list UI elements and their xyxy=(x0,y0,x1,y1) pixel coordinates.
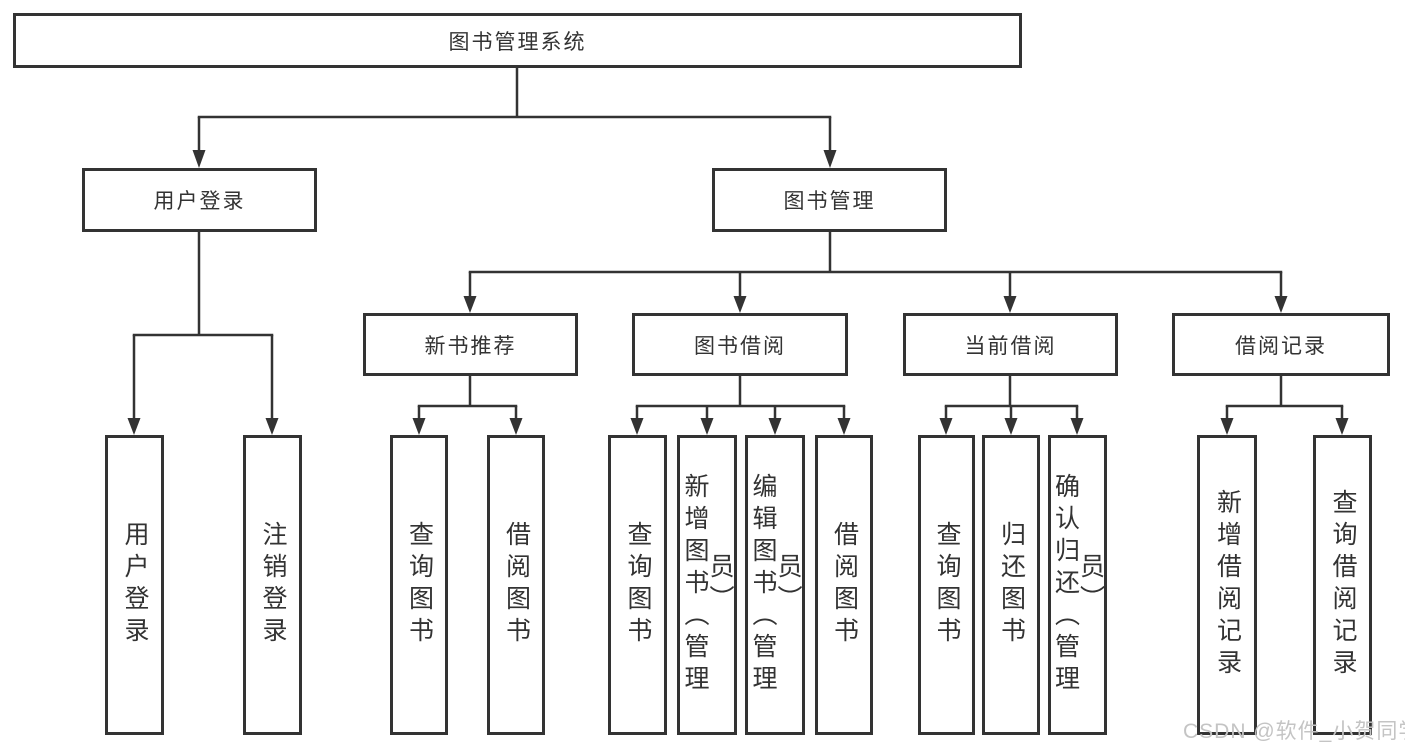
leaf-user-login: 用户登录 xyxy=(105,435,164,735)
csdn-watermark: CSDN @软件_小贺同学 xyxy=(1183,720,1405,743)
leaf-return-books: 归还图书 xyxy=(982,435,1040,735)
leaf-borrow-books-recommend: 借阅图书 xyxy=(487,435,545,735)
node-new-book-recommend: 新书推荐 xyxy=(363,313,578,376)
node-current-borrowing: 当前借阅 xyxy=(903,313,1118,376)
leaf-query-books-recommend: 查询图书 xyxy=(390,435,448,735)
node-root: 图书管理系统 xyxy=(13,13,1022,68)
leaf-query-books-borrowing: 查询图书 xyxy=(608,435,667,735)
leaf-add-borrow-record: 新增借阅记录 xyxy=(1197,435,1257,735)
leaf-query-books-current: 查询图书 xyxy=(918,435,975,735)
node-book-management: 图书管理 xyxy=(712,168,947,232)
node-borrowing-records: 借阅记录 xyxy=(1172,313,1390,376)
node-book-borrowing: 图书借阅 xyxy=(632,313,848,376)
leaf-confirm-return-admin: 确认归还（管理员） xyxy=(1048,435,1107,735)
leaf-add-book-admin: 新增图书（管理员） xyxy=(677,435,737,735)
leaf-edit-book-admin: 编辑图书（管理员） xyxy=(745,435,805,735)
node-user-login: 用户登录 xyxy=(82,168,317,232)
leaf-borrow-books-borrowing: 借阅图书 xyxy=(815,435,873,735)
leaf-logout: 注销登录 xyxy=(243,435,302,735)
leaf-query-borrow-record: 查询借阅记录 xyxy=(1313,435,1372,735)
